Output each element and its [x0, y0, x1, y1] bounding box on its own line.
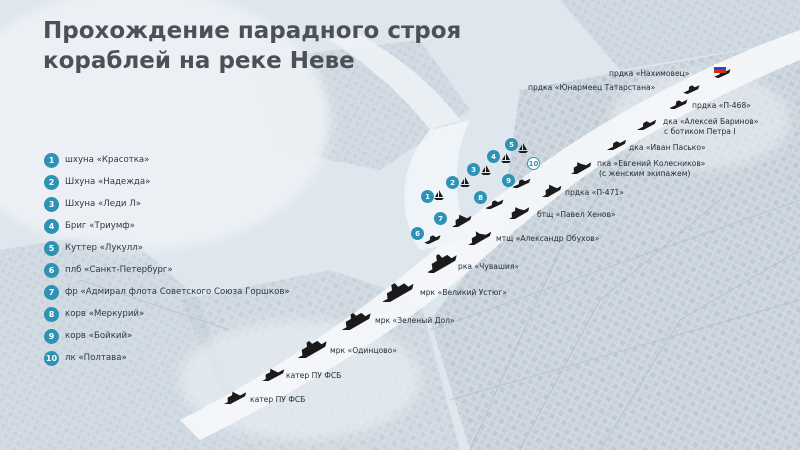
warship-silhouette-icon — [427, 254, 457, 273]
ship-label: мрк «Одинцово» — [330, 346, 397, 355]
warship-silhouette-icon — [466, 231, 492, 245]
legend-label: Бриг «Триумф» — [65, 221, 135, 231]
ship-label: пка «Евгений Колесников» — [597, 159, 706, 168]
russian-flag-icon — [714, 64, 726, 73]
map-number-badge: 2 — [446, 176, 459, 189]
legend-label: плб «Санкт-Петербург» — [65, 265, 173, 275]
warship-silhouette-icon — [506, 207, 530, 219]
legend-label: Шхуна «Леди Л» — [65, 199, 141, 209]
ship-label: мрк «Великий Устюг» — [420, 288, 507, 297]
map-number-badge: 7 — [434, 212, 447, 225]
map-number-badge: 3 — [467, 163, 480, 176]
map-number-badge: 4 — [487, 150, 500, 163]
ship-label: (с женским экипажем) — [599, 169, 691, 178]
legend-label: лк «Полтава» — [65, 353, 127, 363]
ship-label: с ботиком Петра I — [664, 127, 736, 136]
ship-label: катер ПУ ФСБ — [250, 395, 306, 404]
map-number-badge: 6 — [411, 227, 424, 240]
warship-silhouette-icon — [485, 199, 504, 209]
legend-item: 3 Шхуна «Леди Л» — [44, 196, 141, 212]
warship-silhouette-icon — [606, 139, 627, 150]
title-line-1: Прохождение парадного строя — [43, 18, 462, 44]
legend-label: корв «Меркурий» — [65, 309, 145, 319]
warship-silhouette-icon — [341, 312, 371, 330]
sailboat-icon — [518, 143, 528, 153]
warship-silhouette-icon — [714, 69, 731, 78]
warship-silhouette-icon — [221, 391, 247, 404]
sailboat-icon — [460, 177, 470, 187]
number-badge: 3 — [44, 196, 59, 212]
legend-label: фр «Адмирал флота Советского Союза Горшк… — [65, 287, 290, 297]
warship-silhouette-icon — [424, 235, 441, 244]
warship-silhouette-icon — [540, 184, 562, 197]
legend-label: корв «Бойкий» — [65, 331, 133, 341]
legend-label: Куттер «Лукулл» — [65, 243, 143, 253]
legend-item: 1 шхуна «Красотка» — [44, 152, 149, 168]
legend-item: 6 плб «Санкт-Петербург» — [44, 262, 173, 278]
warship-silhouette-icon — [568, 162, 592, 174]
ship-label: прдка «Юнармеец Татарстана» — [528, 83, 656, 92]
warship-silhouette-icon — [297, 340, 327, 358]
ship-label: прдка «П-471» — [565, 188, 624, 197]
map-number-badge: 10 — [527, 157, 540, 170]
ship-label: катер ПУ ФСБ — [286, 371, 342, 380]
number-badge: 10 — [44, 350, 59, 366]
ship-label: бтщ «Павел Хенов» — [537, 210, 616, 219]
ship-label: мтщ «Александр Обухов» — [496, 234, 600, 243]
sailboat-icon — [434, 190, 444, 200]
legend-item: 5 Куттер «Лукулл» — [44, 240, 143, 256]
sailboat-icon — [501, 153, 511, 163]
legend-label: Шхуна «Надежда» — [65, 177, 151, 187]
map-number-badge: 9 — [502, 174, 515, 187]
number-badge: 1 — [44, 152, 59, 168]
sailboat-icon — [481, 165, 491, 175]
number-badge: 8 — [44, 306, 59, 322]
warship-silhouette-icon — [683, 85, 700, 94]
ship-label: дка «Иван Пасько» — [629, 143, 706, 152]
ship-label: мрк «Зеленый Дол» — [375, 316, 455, 325]
number-badge: 4 — [44, 218, 59, 234]
warship-silhouette-icon — [450, 214, 472, 227]
ship-label: прдка «П-468» — [692, 101, 751, 110]
number-badge: 9 — [44, 328, 59, 344]
warship-silhouette-icon — [382, 283, 414, 302]
legend-item: 9 корв «Бойкий» — [44, 328, 132, 344]
warship-silhouette-icon — [636, 119, 657, 130]
legend-item: 4 Бриг «Триумф» — [44, 218, 135, 234]
warship-silhouette-icon — [259, 368, 285, 381]
number-badge: 2 — [44, 174, 59, 190]
legend-item: 10 лк «Полтава» — [44, 350, 127, 366]
number-badge: 5 — [44, 240, 59, 256]
legend-item: 7 фр «Адмирал флота Советского Союза Гор… — [44, 284, 290, 300]
ship-label: прдка «Нахимовец» — [609, 69, 690, 78]
title-line-2: кораблей на реке Неве — [43, 48, 355, 74]
map-number-badge: 1 — [421, 190, 434, 203]
ship-label: дка «Алексей Баринов» — [663, 117, 759, 126]
page-title: Прохождение парадного строя кораблей на … — [43, 16, 523, 76]
map-number-badge: 8 — [474, 191, 487, 204]
ship-label: рка «Чувашия» — [458, 262, 520, 271]
legend-label: шхуна «Красотка» — [65, 155, 150, 165]
legend-item: 2 Шхуна «Надежда» — [44, 174, 150, 190]
legend-item: 8 корв «Меркурий» — [44, 306, 144, 322]
warship-silhouette-icon — [669, 99, 688, 109]
map-number-badge: 5 — [505, 138, 518, 151]
number-badge: 7 — [44, 284, 59, 300]
number-badge: 6 — [44, 262, 59, 278]
warship-silhouette-icon — [512, 178, 531, 188]
